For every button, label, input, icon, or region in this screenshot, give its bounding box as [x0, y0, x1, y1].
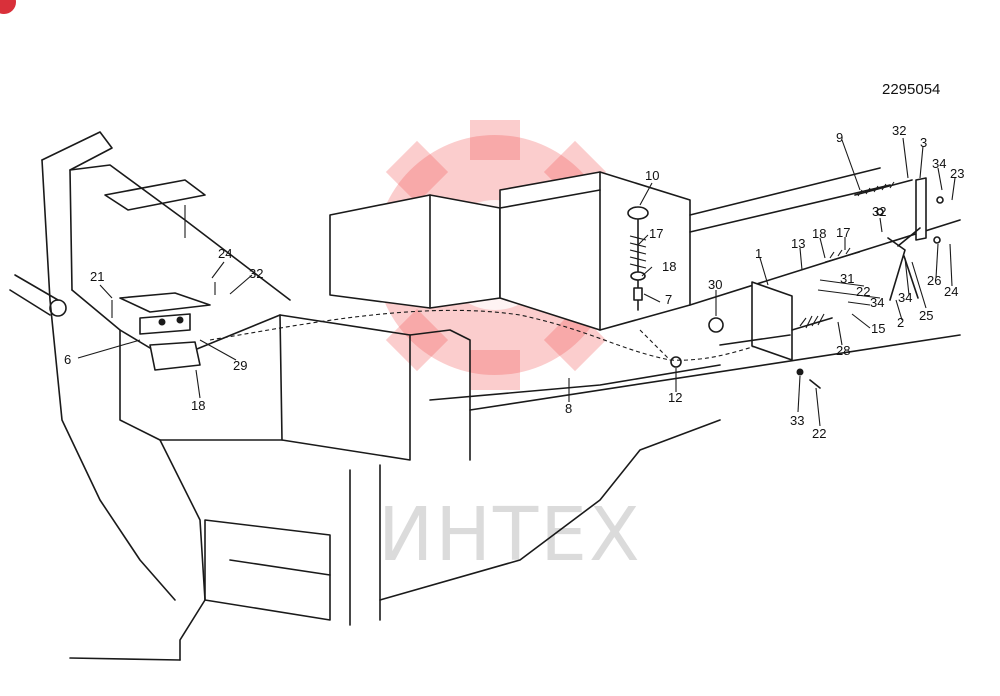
- callout-1: 1: [755, 246, 762, 261]
- callout-labels: 10 17 18 7 9 32 3 34 23 32 1 13 18 17 31…: [64, 123, 964, 441]
- leader-lines: [77, 137, 956, 427]
- document-number: 2295054: [882, 81, 940, 98]
- callout-25: 25: [919, 308, 933, 323]
- callout-22: 22: [856, 284, 870, 299]
- callout-17: 17: [836, 225, 850, 240]
- callout-34: 34: [898, 290, 912, 305]
- callout-34: 34: [870, 295, 884, 310]
- callout-6: 6: [64, 352, 71, 367]
- callout-33: 33: [790, 413, 804, 428]
- callout-8: 8: [565, 401, 572, 416]
- callout-32: 32: [872, 204, 886, 219]
- callout-18: 18: [191, 398, 205, 413]
- callout-32: 32: [892, 123, 906, 138]
- callout-10: 10: [645, 168, 659, 183]
- callout-24: 24: [944, 284, 958, 299]
- callout-22: 22: [812, 426, 826, 441]
- corner-badge: [0, 0, 16, 14]
- callout-24: 24: [218, 246, 232, 261]
- callout-34: 34: [932, 156, 946, 171]
- callout-18: 18: [662, 259, 676, 274]
- callout-31: 31: [840, 271, 854, 286]
- callout-12: 12: [668, 390, 682, 405]
- callout-23: 23: [950, 166, 964, 181]
- frame-structure: [9, 131, 961, 661]
- callout-26: 26: [927, 273, 941, 288]
- pedal-assembly: [111, 282, 216, 371]
- callout-7: 7: [665, 292, 672, 307]
- callout-29: 29: [233, 358, 247, 373]
- cable-link: [639, 329, 671, 361]
- callout-2: 2: [897, 315, 904, 330]
- callout-21: 21: [90, 269, 104, 284]
- callout-30: 30: [708, 277, 722, 292]
- callout-3: 3: [920, 135, 927, 150]
- callout-18: 18: [812, 226, 826, 241]
- callout-9: 9: [836, 130, 843, 145]
- callout-28: 28: [836, 343, 850, 358]
- callout-32: 32: [249, 266, 263, 281]
- watermark-text: ИНТЕХ: [378, 492, 642, 578]
- callout-15: 15: [871, 321, 885, 336]
- bracket-assembly-right: [708, 177, 944, 389]
- cable-8: [209, 309, 761, 361]
- callout-17: 17: [649, 226, 663, 241]
- callout-13: 13: [791, 236, 805, 251]
